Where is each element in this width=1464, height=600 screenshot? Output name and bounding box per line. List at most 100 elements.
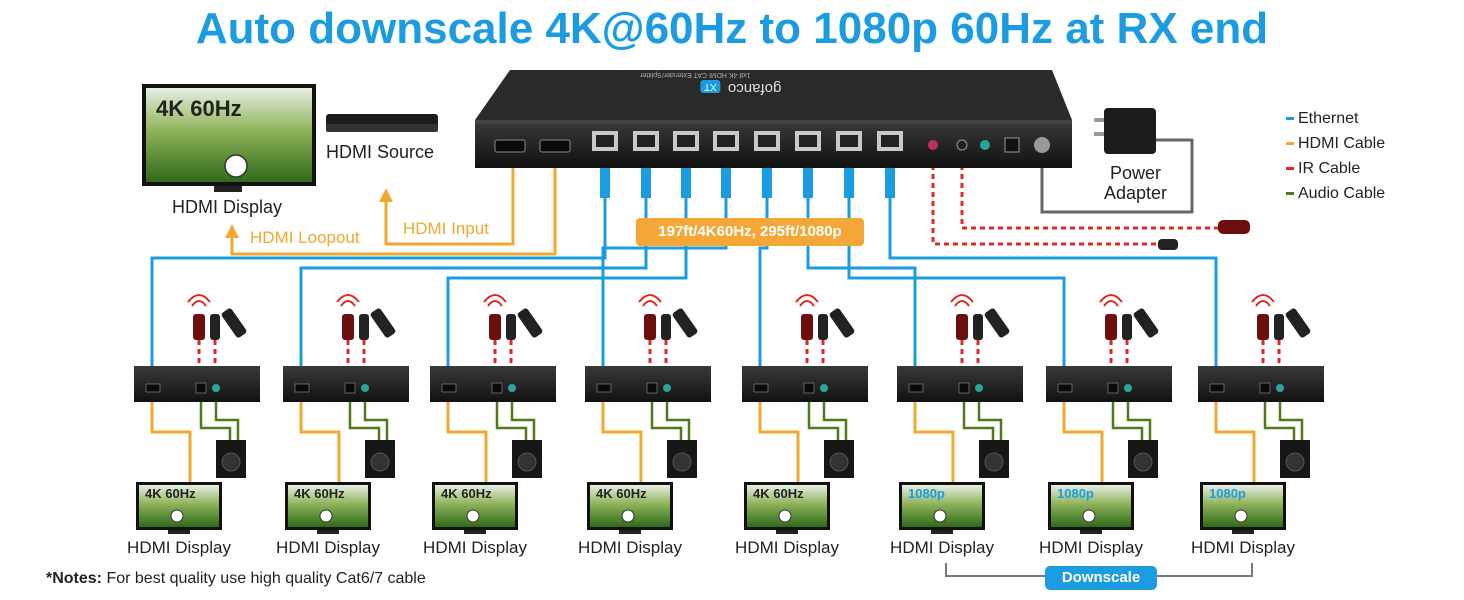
legend-item-ir: IR Cable [1286, 160, 1385, 178]
legend: Ethernet HDMI Cable IR Cable Audio Cable [1286, 110, 1385, 203]
tv-resolution-label: 4K 60Hz [596, 486, 647, 501]
remote-control-icon [1285, 308, 1311, 338]
downscale-badge: Downscale [1045, 566, 1157, 590]
rj45-plug-icon [844, 168, 854, 198]
extender-device [475, 70, 1072, 168]
receiver-display-label: HDMI Display [578, 538, 682, 557]
signal-icon [1103, 300, 1119, 307]
hdmi-cable [1062, 402, 1104, 484]
signal-icon [487, 300, 503, 307]
hdmi-loopout-label: HDMI Loopout [250, 228, 360, 247]
legend-item-hdmi: HDMI Cable [1286, 135, 1385, 153]
receiver-unit [430, 294, 556, 534]
hdmi-source-device [326, 114, 438, 132]
rj45-plug-icon [600, 168, 610, 198]
receiver-display-label: HDMI Display [890, 538, 994, 557]
ir-cables [931, 165, 1218, 246]
hdmi-cable [150, 402, 192, 484]
source-display-label: HDMI Display [172, 197, 283, 217]
receiver-unit [1198, 294, 1324, 534]
hdmi-cable [299, 402, 341, 484]
audio-cable [807, 402, 840, 444]
signal-icon [799, 300, 815, 307]
ir-in-port [928, 140, 938, 150]
tv-resolution-label: 4K 60Hz [294, 486, 345, 501]
ir-receiver-icon [1105, 314, 1117, 340]
audio-cable [962, 402, 995, 444]
audio-cable [495, 402, 528, 444]
remote-control-icon [517, 308, 543, 338]
audio-cable [650, 402, 683, 444]
audio-cable [1263, 402, 1296, 444]
extender-model: 1x8 4K HDMI CAT Extender/Splitter [640, 71, 751, 78]
hdmi-input-label: HDMI Input [403, 219, 489, 238]
ir-receiver-icon [1257, 314, 1269, 340]
hdmi-cable [446, 402, 488, 484]
remote-control-icon [984, 308, 1010, 338]
ir-blaster-icon [210, 314, 220, 340]
ir-receiver-icon [342, 314, 354, 340]
tv-resolution-label: 4K 60Hz [441, 486, 492, 501]
rj45-plug-icon [762, 168, 772, 198]
remote-control-icon [672, 308, 698, 338]
ir-blaster-icon [359, 314, 369, 340]
ethernet-cable [847, 198, 1066, 366]
ethernet-cable [888, 198, 1218, 366]
rj45-plug-icon [681, 168, 691, 198]
brand-name: gofanco [727, 80, 782, 97]
receiver-unit [283, 294, 409, 534]
optical-port [1004, 137, 1020, 153]
rj45-plug-icon [885, 168, 895, 198]
hdmi-cable [601, 402, 643, 484]
tv-resolution-label: 4K 60Hz [753, 486, 804, 501]
hdmi-cable [758, 402, 800, 484]
signal-icon [191, 300, 207, 307]
ir-out-port [956, 139, 968, 151]
hdmi-cable [913, 402, 955, 484]
receiver-unit [585, 294, 711, 534]
legend-item-ethernet: Ethernet [1286, 110, 1385, 128]
signal-icon [1255, 300, 1271, 307]
notes: *Notes: For best quality use high qualit… [46, 570, 426, 588]
tv-resolution-label: 1080p [1209, 486, 1246, 501]
rj45-plug-icon [803, 168, 813, 198]
hdmi-source-label: HDMI Source [326, 142, 435, 162]
remote-control-icon [1133, 308, 1159, 338]
receiver-unit [1046, 294, 1172, 534]
hdmi-port [539, 139, 571, 153]
signal-icon [954, 300, 970, 307]
power-adapter-label: Power Adapter [1104, 163, 1167, 203]
source-tv-resolution: 4K 60Hz [156, 96, 242, 121]
power-label-line2: Adapter [1104, 183, 1168, 203]
receiver-unit [134, 294, 260, 534]
ir-receiver-icon [801, 314, 813, 340]
page-title: Auto downscale 4K@60Hz to 1080p 60Hz at … [195, 4, 1269, 53]
rj45-plug-icon [721, 168, 731, 198]
tv-resolution-label: 4K 60Hz [145, 486, 196, 501]
ethernet-cable [150, 198, 607, 366]
receiver-display-label: HDMI Display [127, 538, 231, 557]
remote-control-icon [221, 308, 247, 338]
arrow-up-icon [225, 224, 239, 238]
power-label-line1: Power [1110, 163, 1162, 183]
tv-resolution-label: 1080p [908, 486, 945, 501]
notes-prefix: *Notes: [46, 570, 103, 587]
audio-cable [348, 402, 381, 444]
ir-blaster-icon [1274, 314, 1284, 340]
dc-power-port [1034, 137, 1050, 153]
ir-receiver-icon [193, 314, 205, 340]
ir-receiver-icon [489, 314, 501, 340]
audio-cable [199, 402, 232, 444]
signal-icon [642, 300, 658, 307]
extender-brand: gofanco XT [700, 80, 781, 97]
ir-blaster-icon [1122, 314, 1132, 340]
ir-blaster-icon [506, 314, 516, 340]
receiver-display-label: HDMI Display [276, 538, 380, 557]
ir-blaster-icon [973, 314, 983, 340]
ir-emitter-icon [1158, 220, 1250, 250]
arrow-up-icon [379, 188, 393, 202]
signal-icon [340, 300, 356, 307]
legend-item-audio: Audio Cable [1286, 185, 1385, 203]
ir-blaster-icon [661, 314, 671, 340]
